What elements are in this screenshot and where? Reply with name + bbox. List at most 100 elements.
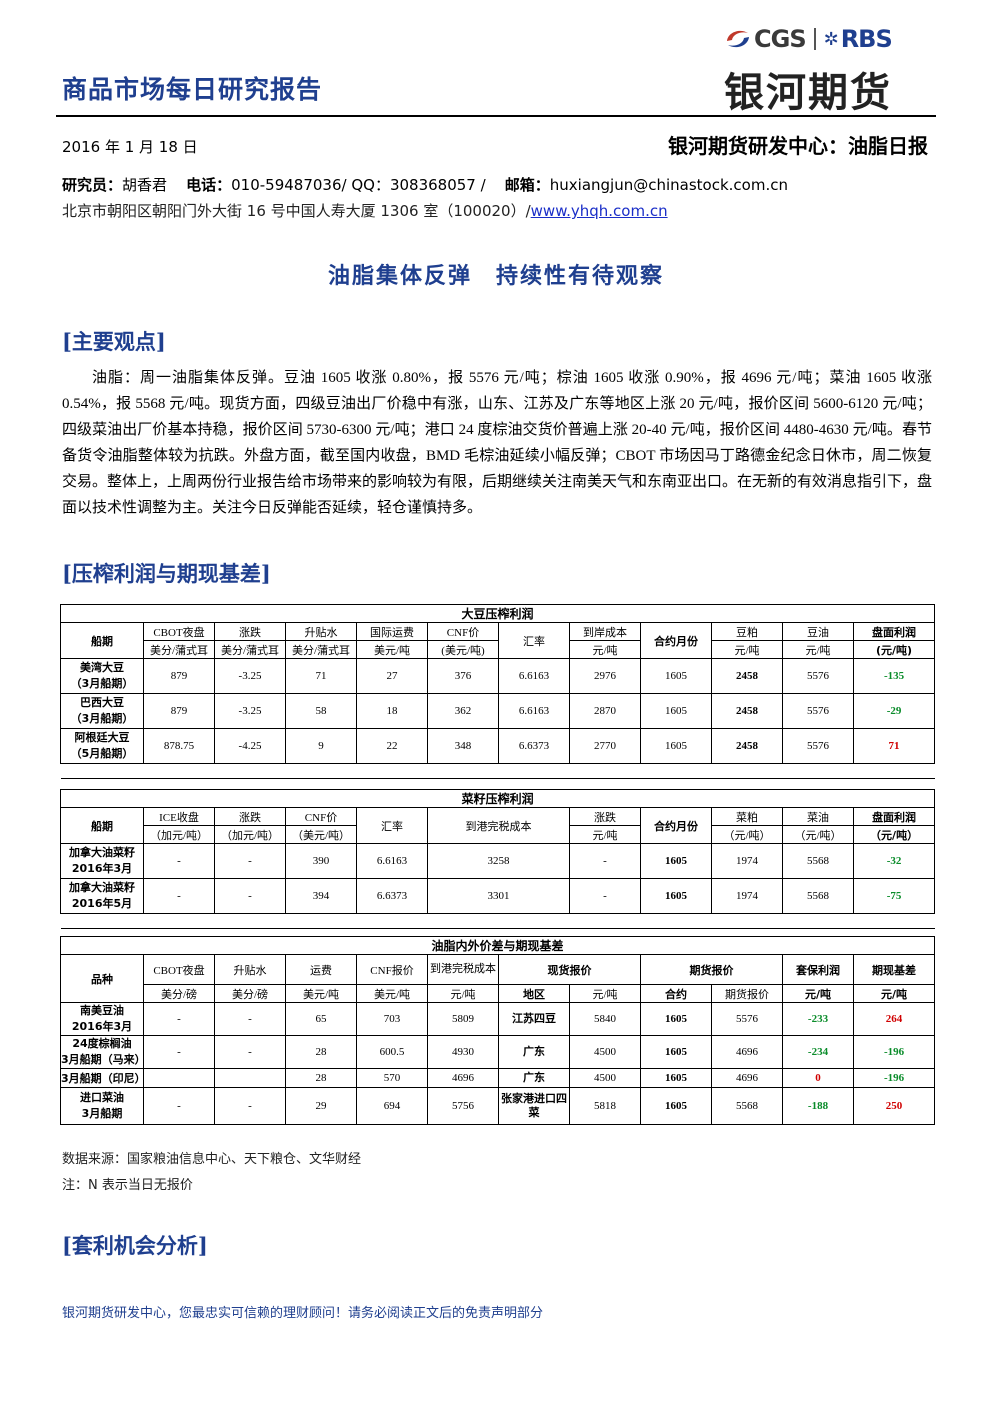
col-unit: 美分/磅 (143, 984, 215, 1003)
col-header: 涨跌 (214, 807, 286, 826)
table-cell: 5576 (782, 728, 854, 764)
table-cell: 4696 (711, 1068, 783, 1088)
col-header: 合约月份 (640, 622, 712, 659)
table-cell: 6.6373 (356, 878, 428, 914)
col-unit: （元/吨） (782, 825, 854, 844)
table-cell: 4696 (711, 1035, 783, 1069)
col-unit: （加元/吨） (143, 825, 215, 844)
table-cell: 1605 (640, 658, 712, 694)
email-label: 邮箱： (504, 176, 550, 194)
table-cell: 28 (285, 1035, 357, 1069)
table-cell: 4696 (427, 1068, 499, 1088)
row-label-line2: （3月船期） (70, 712, 134, 725)
table-cell: 264 (852, 1002, 936, 1036)
col-header: 盘面利润 (852, 622, 936, 641)
table-cell: -29 (852, 693, 936, 729)
report-dept: 银河期货研发中心：油脂日报 (668, 134, 928, 158)
table-cell: 3301 (427, 878, 570, 914)
table-cell: 2458 (711, 693, 783, 729)
section-main-view: [主要观点] (62, 329, 166, 354)
table-cell: -3.25 (214, 693, 286, 729)
table-cell: 570 (356, 1068, 428, 1088)
table-cell: 2458 (711, 728, 783, 764)
col-unit: 美分/蒲式耳 (214, 640, 286, 659)
col-header: 国际运费 (356, 622, 428, 641)
table-cell: 1605 (640, 1068, 712, 1088)
table-cell: 6.6373 (498, 728, 570, 764)
col-header: 到港完税成本 (427, 954, 499, 985)
table-cell: 2976 (569, 658, 641, 694)
spacer-row (60, 763, 935, 779)
col-header: 升贴水 (214, 954, 286, 985)
table-cell: 5756 (427, 1087, 499, 1125)
table-cell: 4930 (427, 1035, 499, 1069)
col-header: 豆油 (782, 622, 854, 641)
oil-caption: 油脂内外价差与期现基差 (59, 936, 936, 955)
col-unit: 地区 (498, 984, 570, 1003)
table-cell: 9 (285, 728, 357, 764)
table-cell: 5840 (569, 1002, 641, 1036)
col-unit: 元/吨 (427, 984, 499, 1003)
table-cell: - (143, 1002, 215, 1036)
logo-separator (813, 28, 816, 50)
table-cell: 394 (285, 878, 357, 914)
table-cell: 4500 (569, 1035, 641, 1069)
soy-caption: 大豆压榨利润 (59, 604, 936, 623)
col-unit: 元/吨 (569, 984, 641, 1003)
col-unit: (元/吨) (852, 640, 936, 659)
table-cell: 1605 (640, 1035, 712, 1069)
website-link[interactable]: www.yhqh.com.cn (530, 202, 668, 220)
row-label-line1: 南美豆油 (80, 1004, 124, 1017)
table-cell: - (143, 1087, 215, 1125)
table-cell: 6.6163 (356, 843, 428, 879)
col-header: 运费 (285, 954, 357, 985)
table-cell: - (143, 878, 215, 914)
table-cell: 1605 (640, 878, 712, 914)
col-header: 涨跌 (214, 622, 286, 641)
table-cell: 250 (852, 1087, 936, 1125)
table-cell: -32 (852, 843, 936, 879)
col-unit: 元/吨 (852, 984, 936, 1003)
col-header: CBOT夜盘 (143, 622, 215, 641)
cgs-swirl-icon (727, 30, 749, 48)
col-unit: 元/吨 (569, 640, 641, 659)
col-unit: 元/吨 (782, 640, 854, 659)
data-source: 数据来源：国家粮油信息中心、天下粮仓、文华财经 (62, 1152, 362, 1167)
col-unit: 美元/吨 (285, 984, 357, 1003)
table-cell: 1605 (640, 1087, 712, 1125)
table-cell: 2458 (711, 658, 783, 694)
col-header: 品种 (60, 954, 144, 1003)
table-cell: - (569, 843, 641, 879)
col-unit: 合约 (640, 984, 712, 1003)
table-cell: 29 (285, 1087, 357, 1125)
row-label-line1: 加拿大油菜籽 (69, 881, 135, 894)
soy-crush-table: 大豆压榨利润 船期 CBOT夜盘 涨跌 升贴水 国际运费 CNF价 汇率 到岸成… (59, 604, 936, 779)
table-cell: 28 (285, 1068, 357, 1088)
researcher-name: 胡香君 (122, 176, 168, 194)
row-label-line1: 加拿大油菜籽 (69, 846, 135, 859)
col-header: CBOT夜盘 (143, 954, 215, 985)
row-label-line1: 24度棕榈油 (72, 1037, 132, 1050)
col-unit: 美元/吨 (356, 984, 428, 1003)
row-label-line1: 巴西大豆 (80, 696, 124, 709)
table-cell: -233 (782, 1002, 854, 1036)
table-cell: 5568 (711, 1087, 783, 1125)
table-cell: 0 (782, 1068, 854, 1088)
table-cell: 3258 (427, 843, 570, 879)
col-unit: （元/吨） (711, 825, 783, 844)
table-cell (143, 1068, 215, 1088)
table-note: 注：N 表示当日无报价 (62, 1178, 193, 1193)
row-label-line2: 3月船期 (81, 1107, 123, 1120)
col-unit: 期货报价 (711, 984, 783, 1003)
table-cell: 3月船期（印尼） (60, 1068, 144, 1088)
report-date: 2016 年 1 月 18 日 (62, 138, 198, 156)
